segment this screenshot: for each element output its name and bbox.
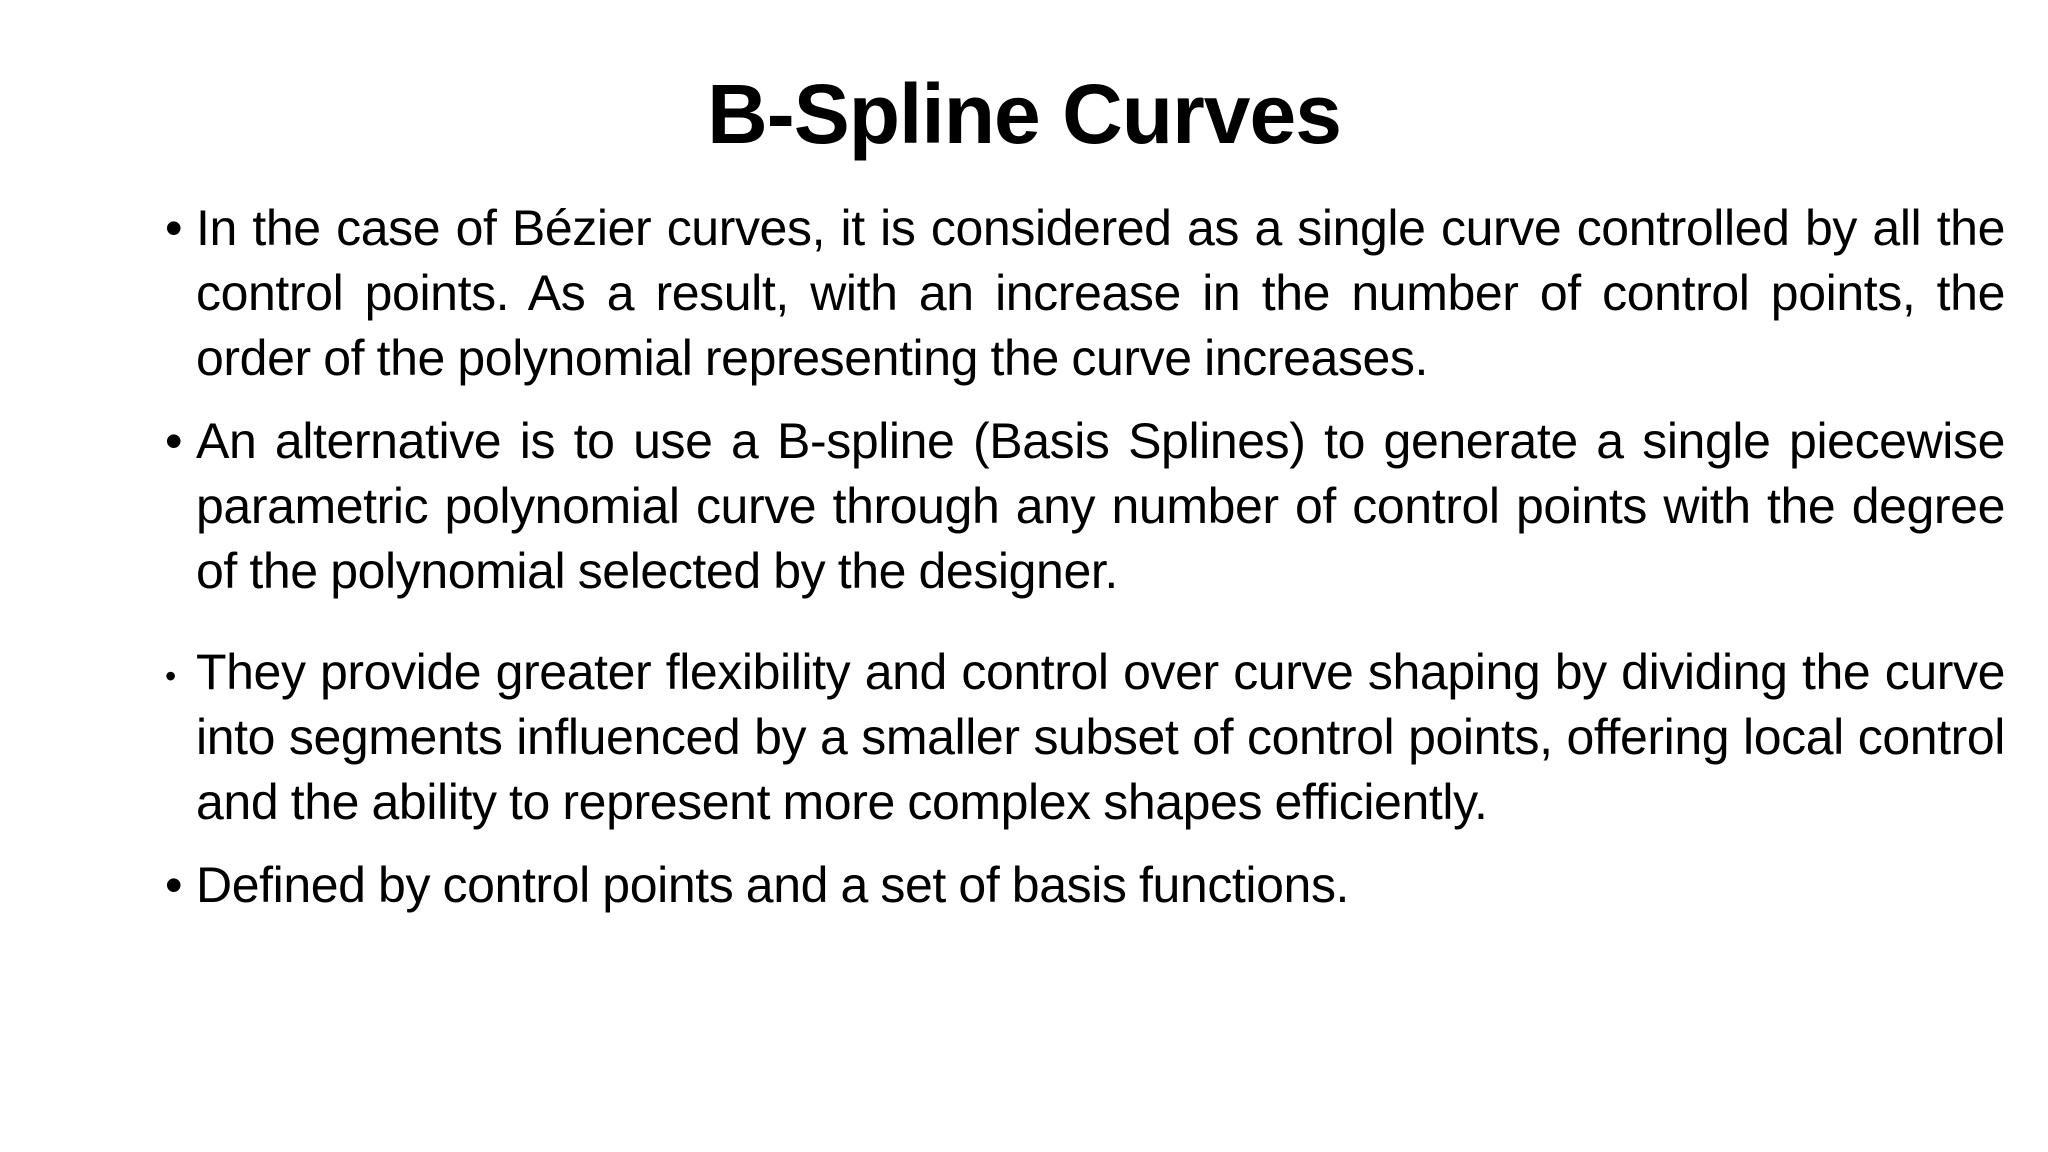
bullet-item: • In the case of Bézier curves, it is co… [165, 196, 2005, 391]
bullet-item: • They provide greater flexibility and c… [165, 640, 2005, 835]
bullet-icon: • [165, 658, 176, 694]
bullet-icon: • [165, 200, 183, 256]
slide-title: B-Spline Curves [707, 67, 1342, 161]
bullet-icon: • [165, 857, 183, 913]
bullet-item: • An alternative is to use a B-spline (B… [165, 409, 2005, 604]
bullet-item: • Defined by control points and a set of… [165, 853, 2005, 918]
bullet-text: Defined by control points and a set of b… [196, 857, 1350, 913]
bullet-icon: • [165, 413, 183, 469]
bullet-text: An alternative is to use a B-spline (Bas… [196, 413, 2005, 599]
bullet-text: They provide greater flexibility and con… [196, 644, 2005, 830]
bullet-list: • In the case of Bézier curves, it is co… [165, 196, 2005, 918]
bullet-text: In the case of Bézier curves, it is cons… [196, 200, 2005, 386]
